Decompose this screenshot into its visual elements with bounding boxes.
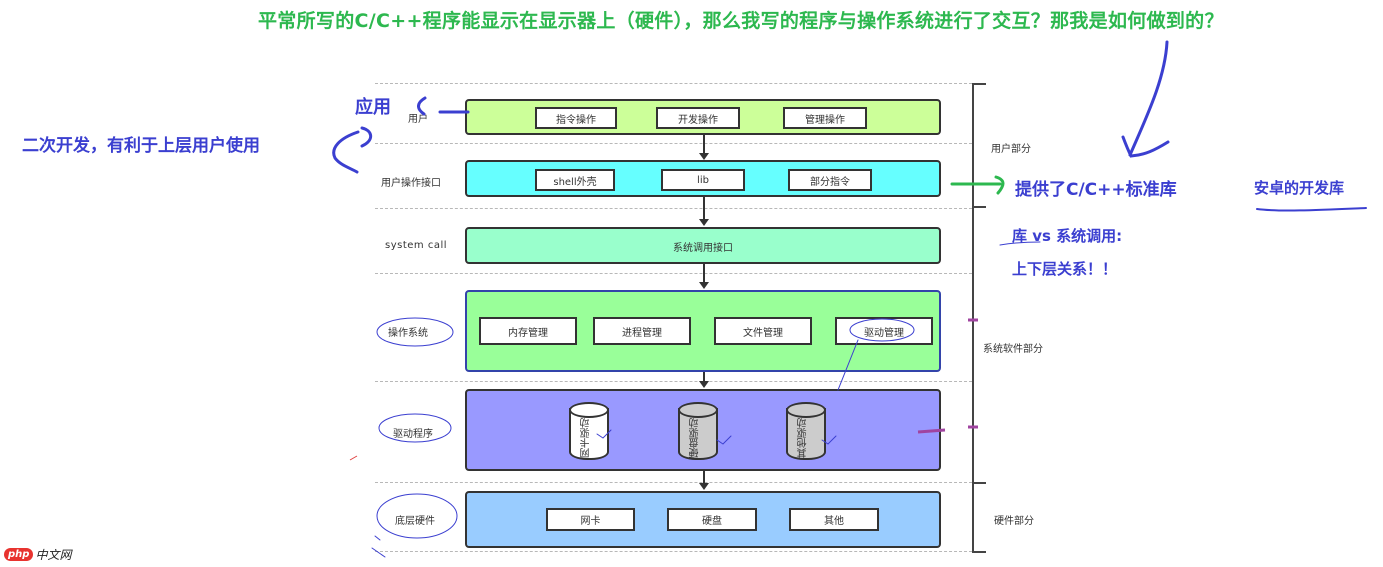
annotation-lib-vs-syscall: 库 vs 系统调用: — [1012, 227, 1123, 245]
layer-user-interface: shell外壳 lib 部分指令 — [465, 160, 941, 197]
bracket-tick — [972, 83, 986, 85]
annotation-android-lib: 安卓的开发库 — [1254, 179, 1345, 197]
cylinder-other-driver: 其他驱动 — [786, 402, 826, 460]
layer-label-user-interface: 用户操作接口 — [381, 178, 441, 189]
bracket-tick — [972, 482, 986, 484]
item-shell: shell外壳 — [535, 169, 615, 191]
ink-underline-lib — [999, 241, 1041, 246]
layer-label-os: 操作系统 — [388, 328, 428, 339]
layer-divider — [375, 482, 972, 483]
item-process-mgmt: 进程管理 — [593, 317, 691, 345]
ink-arrow-stdlib — [950, 175, 1005, 195]
cylinder-nic-driver: 网卡驱动 — [569, 402, 609, 460]
cylinder-disk-driver: 硬盘驱动 — [678, 402, 718, 460]
item-lib: lib — [661, 169, 745, 191]
section-bracket — [972, 83, 974, 552]
layer-label-hardware: 底层硬件 — [395, 516, 435, 527]
layer-divider — [375, 381, 972, 382]
section-system-software: 系统软件部分 — [983, 344, 1043, 355]
item-disk: 硬盘 — [667, 508, 757, 531]
layer-divider — [375, 83, 972, 84]
item-admin-ops: 管理操作 — [783, 107, 867, 129]
layer-hardware: 网卡 硬盘 其他 — [465, 491, 941, 548]
arrow-down — [699, 197, 709, 226]
annotation-secondary-dev: 二次开发，有利于上层用户使用 — [22, 136, 260, 156]
layer-drivers: 网卡驱动 硬盘驱动 其他驱动 — [465, 389, 941, 471]
layer-label-user: 用户 — [408, 114, 428, 125]
annotation-app: 应用 — [355, 97, 391, 118]
item-driver-mgmt: 驱动管理 — [835, 317, 933, 345]
ink-line-driver-mgmt — [837, 339, 859, 391]
item-partial-commands: 部分指令 — [788, 169, 872, 191]
layer-divider — [375, 208, 972, 209]
layer-label-system-call: system call — [385, 240, 448, 251]
section-user: 用户部分 — [991, 144, 1031, 155]
section-hardware: 硬件部分 — [994, 516, 1034, 527]
page-title: 平常所写的C/C++程序能显示在显示器上（硬件），那么我写的程序与操作系统进行了… — [258, 10, 1224, 32]
item-syscall-interface: 系统调用接口 — [673, 243, 733, 254]
layer-os: 内存管理 进程管理 文件管理 驱动管理 — [465, 290, 941, 372]
layer-user: 指令操作 开发操作 管理操作 — [465, 99, 941, 135]
ink-check — [596, 429, 612, 439]
bracket-tick — [972, 551, 986, 553]
layer-divider — [375, 143, 972, 144]
ink-arrow-app — [417, 96, 470, 116]
arrow-down — [699, 135, 709, 160]
item-memory-mgmt: 内存管理 — [479, 317, 577, 345]
annotation-layer-relation: 上下层关系！！ — [1012, 260, 1118, 278]
item-command-ops: 指令操作 — [535, 107, 617, 129]
watermark-text: 中文网 — [35, 548, 72, 562]
layer-divider — [375, 551, 972, 552]
ink-circle-driver-mgmt — [849, 318, 915, 342]
annotation-std-lib: 提供了C/C++标准库 — [1015, 180, 1177, 200]
ink-circle-os — [376, 317, 454, 347]
layer-system-call: 系统调用接口 — [465, 227, 941, 264]
arrow-down — [699, 372, 709, 388]
ink-mark — [349, 455, 358, 461]
ink-mark — [917, 428, 946, 434]
ink-check — [716, 435, 732, 445]
ink-arrow-question — [1121, 40, 1170, 158]
layer-divider — [375, 273, 972, 274]
item-dev-ops: 开发操作 — [656, 107, 740, 129]
item-other: 其他 — [789, 508, 879, 531]
watermark: php 中文网 — [4, 546, 71, 563]
item-file-mgmt: 文件管理 — [714, 317, 812, 345]
ink-strokes — [371, 535, 386, 558]
arrow-down — [699, 471, 709, 490]
layer-label-drivers: 驱动程序 — [393, 429, 433, 440]
ink-brace — [332, 126, 373, 174]
ink-circle-drivers — [378, 413, 452, 443]
ink-circle-hardware — [376, 493, 458, 539]
item-nic: 网卡 — [546, 508, 635, 531]
arrow-down — [699, 264, 709, 289]
ink-check — [821, 435, 837, 445]
ink-underline-android — [1256, 207, 1367, 212]
bracket-tick — [972, 206, 986, 208]
php-logo: php — [4, 548, 34, 561]
